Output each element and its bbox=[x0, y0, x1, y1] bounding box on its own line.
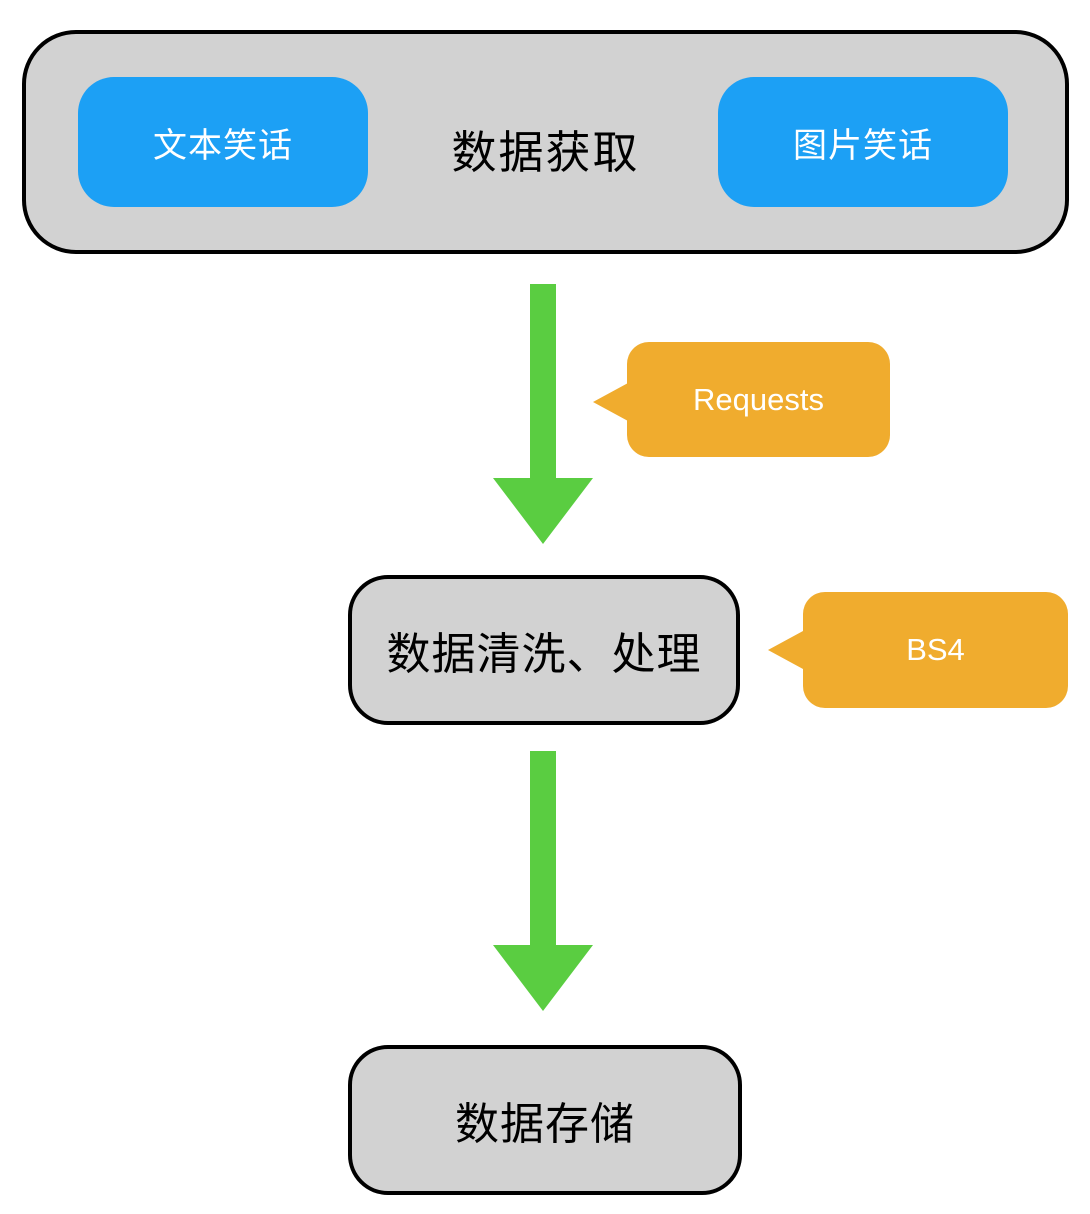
image-joke-source-node: 图片笑话 bbox=[718, 77, 1008, 207]
bs4-callout: BS4 bbox=[803, 592, 1068, 708]
text-joke-source-node: 文本笑话 bbox=[78, 77, 368, 207]
data-cleaning-node: 数据清洗、处理 bbox=[348, 575, 740, 725]
requests-label: Requests bbox=[693, 381, 824, 417]
requests-callout-tail-icon bbox=[593, 383, 628, 421]
bs4-callout-tail-icon bbox=[768, 631, 803, 669]
down-arrow-icon bbox=[493, 284, 593, 544]
text-joke-label: 文本笑话 bbox=[153, 126, 293, 165]
data-storage-label: 数据存储 bbox=[455, 1100, 635, 1149]
data-acquisition-title: 数据获取 bbox=[451, 127, 640, 178]
image-joke-label: 图片笑话 bbox=[793, 126, 933, 165]
bs4-label: BS4 bbox=[906, 632, 965, 667]
data-cleaning-label: 数据清洗、处理 bbox=[386, 630, 702, 679]
data-storage-node: 数据存储 bbox=[348, 1045, 742, 1195]
requests-callout: Requests bbox=[627, 342, 890, 457]
down-arrow-icon bbox=[493, 751, 593, 1011]
